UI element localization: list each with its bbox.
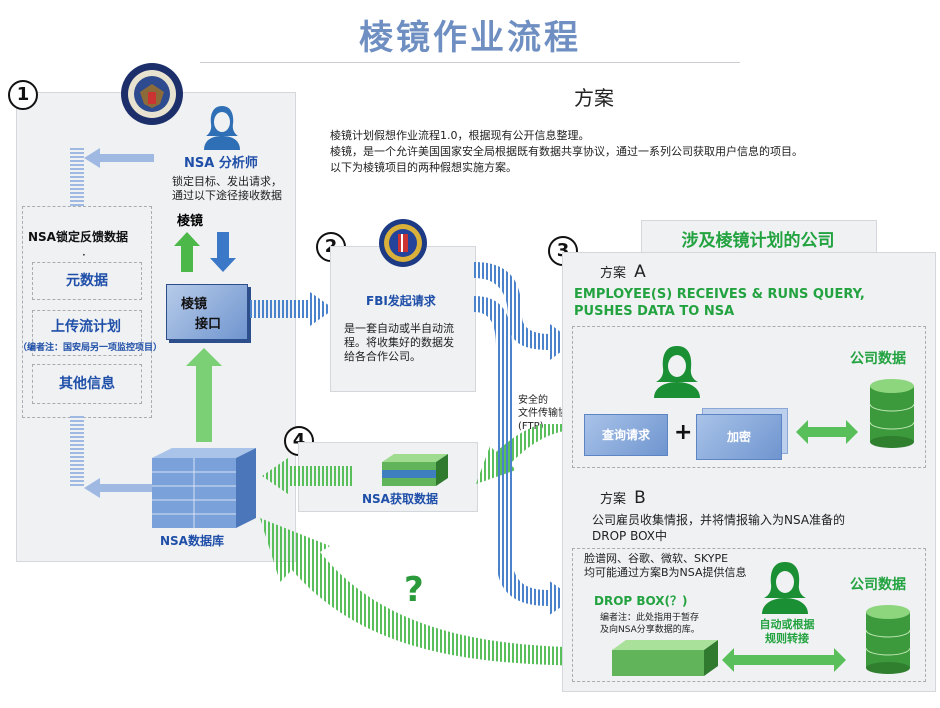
arrow-left-green-icon xyxy=(262,458,352,498)
plan-b-box xyxy=(572,548,926,682)
prism-interface: 棱镜 接口 xyxy=(166,284,248,340)
employee-a-icon xyxy=(652,344,702,402)
analyst-desc-1: 锁定目标、发出请求， xyxy=(172,175,282,188)
analyst-icon xyxy=(200,102,244,150)
company-db-b-icon xyxy=(864,604,912,678)
plan-b-line-2: DROP BOX中 xyxy=(592,529,667,543)
arrow-up-db-icon xyxy=(186,348,222,446)
ftp-line-1: 安全的 xyxy=(518,395,548,406)
step-4-badge: 4 xyxy=(284,426,314,456)
feedback-box xyxy=(22,206,152,418)
feedback-dot: · xyxy=(82,248,86,262)
dropbox-note-1: 编者注：此处指用于暂存 xyxy=(600,613,700,623)
auto-line-1: 自动或根据 xyxy=(759,618,815,631)
arrow-left-blue-icon xyxy=(84,148,154,172)
nsa-fetch-label: NSA获取数据 xyxy=(362,492,438,506)
analyst-title: NSA 分析师 xyxy=(184,152,258,171)
plan-b-list-1: 脸谱网、谷歌、微软、SKYPE xyxy=(584,552,729,565)
upstream-label: 上传流计划 xyxy=(51,319,121,335)
plan-a-letter: A xyxy=(634,262,646,282)
ftp-line-2: 文件传输协议 xyxy=(518,408,578,419)
plan-b-list: 脸谱网、谷歌、微软、SKYPE 均可能通过方案B为NSA提供信息 xyxy=(584,552,824,580)
feedback-connector-bottom xyxy=(70,416,84,486)
plan-b-list-2: 均可能通过方案B为NSA提供信息 xyxy=(584,566,747,579)
upstream-note: （编者注：国安局另一项监控项目） xyxy=(18,343,163,353)
companies-header: 涉及棱镜计划的公司 xyxy=(681,231,835,251)
fbi-desc-1: 是一套自动或半自动流 xyxy=(344,322,454,335)
fbi-to-company-arrows xyxy=(474,262,574,616)
plan-a-desc: EMPLOYEE(S) RECEIVES & RUNS QUERY, PUSHE… xyxy=(574,286,934,320)
query-request: 查询请求 xyxy=(584,414,668,456)
company-data-a-label: 公司数据 xyxy=(850,351,906,367)
analyst-title-text: NSA 分析师 xyxy=(184,156,258,171)
interface-line-2: 接口 xyxy=(195,317,222,332)
intro-line-3: 以下为棱镜项目的两种假想实施方案。 xyxy=(330,161,517,174)
plan-a-line-2: PUSHES DATA TO NSA xyxy=(574,304,735,319)
plan-a-heading: 方案 A xyxy=(600,262,646,282)
interface-line-1: 棱镜 xyxy=(181,297,208,312)
plan-a-box xyxy=(572,326,926,468)
nsa-seal-icon xyxy=(120,62,184,126)
fbi-desc: 是一套自动或半自动流 程。将收集好的数据发 给各合作公司。 xyxy=(344,322,470,364)
intro-heading: 方案 xyxy=(574,86,614,110)
plan-b-letter: B xyxy=(634,488,646,508)
plan-b-heading: 方案 B xyxy=(600,488,646,508)
nsa-database-icon xyxy=(152,448,256,528)
prism-label: 棱镜 xyxy=(177,214,204,229)
step-1-badge: 1 xyxy=(8,80,38,110)
arrow-right-to-fbi-icon xyxy=(250,292,334,330)
arrow-down-blue-icon xyxy=(210,232,236,276)
intro-line-1: 棱镜计划假想作业流程1.0，根据现有公开信息整理。 xyxy=(330,129,590,142)
fbi-panel xyxy=(330,246,476,392)
employee-b-icon xyxy=(760,560,810,618)
page-title: 棱镜作业流程 xyxy=(359,18,581,58)
analyst-desc-2: 通过以下途径接收数据 xyxy=(172,189,282,202)
double-arrow-a-icon xyxy=(796,420,858,448)
fbi-desc-3: 给各合作公司。 xyxy=(344,350,421,363)
other-info-item: 其他信息 xyxy=(32,364,142,404)
fbi-seal-icon xyxy=(378,218,428,268)
plan-a-label: 方案 xyxy=(600,266,627,281)
ftp-label: 安全的 文件传输协议 (FTP) xyxy=(518,394,598,433)
auto-line-2: 规则转接 xyxy=(765,632,809,645)
metadata-item: 元数据 xyxy=(32,262,142,300)
title-divider xyxy=(200,62,740,63)
fbi-title: FBI发起请求 xyxy=(366,294,436,308)
arrow-left-blue-2-icon xyxy=(84,478,154,502)
dropbox-note-2: 及向NSA分享数据的库。 xyxy=(600,625,700,635)
ftp-line-3: (FTP) xyxy=(518,421,544,432)
company-db-a-icon xyxy=(868,378,916,452)
fetch-stack-icon xyxy=(382,454,448,490)
fbi-desc-2: 程。将收集好的数据发 xyxy=(344,336,454,349)
dropbox-label: DROP BOX(？) xyxy=(594,594,688,608)
dropbox-note: 编者注：此处指用于暂存 及向NSA分享数据的库。 xyxy=(600,612,720,636)
intro-line-2: 棱镜，是一个允许美国国家安全局根据既有数据共享协议，通过一系列公司获取用户信息的… xyxy=(330,145,803,158)
plan-a-line-1: EMPLOYEE(S) RECEIVES & RUNS QUERY, xyxy=(574,287,865,302)
feedback-connector-top xyxy=(70,148,84,206)
question-mark: ? xyxy=(404,570,424,610)
company-to-fetch-arrow xyxy=(476,424,596,484)
analyst-desc: 锁定目标、发出请求， 通过以下途径接收数据 xyxy=(172,175,292,203)
plus-sign: + xyxy=(674,420,693,445)
upstream-item xyxy=(32,310,142,356)
company-data-b-label: 公司数据 xyxy=(850,577,906,593)
auto-transfer-label: 自动或根据 规则转接 xyxy=(752,618,822,646)
intro-text: 棱镜计划假想作业流程1.0，根据现有公开信息整理。 棱镜，是一个允许美国国家安全… xyxy=(330,128,930,176)
plan-b-label: 方案 xyxy=(600,492,627,507)
nsa-database-label: NSA数据库 xyxy=(160,534,224,548)
encrypt-box: 加密 xyxy=(696,414,782,460)
arrow-up-green-icon xyxy=(174,232,200,276)
plan-b-desc: 公司雇员收集情报，并将情报输入为NSA准备的 DROP BOX中 xyxy=(592,512,922,544)
dropbox-icon xyxy=(612,640,718,680)
double-arrow-b-icon xyxy=(722,648,846,676)
companies-header-tab xyxy=(641,220,877,253)
plan-b-line-1: 公司雇员收集情报，并将情报输入为NSA准备的 xyxy=(592,513,846,527)
feedback-title: NSA锁定反馈数据 xyxy=(28,230,128,244)
